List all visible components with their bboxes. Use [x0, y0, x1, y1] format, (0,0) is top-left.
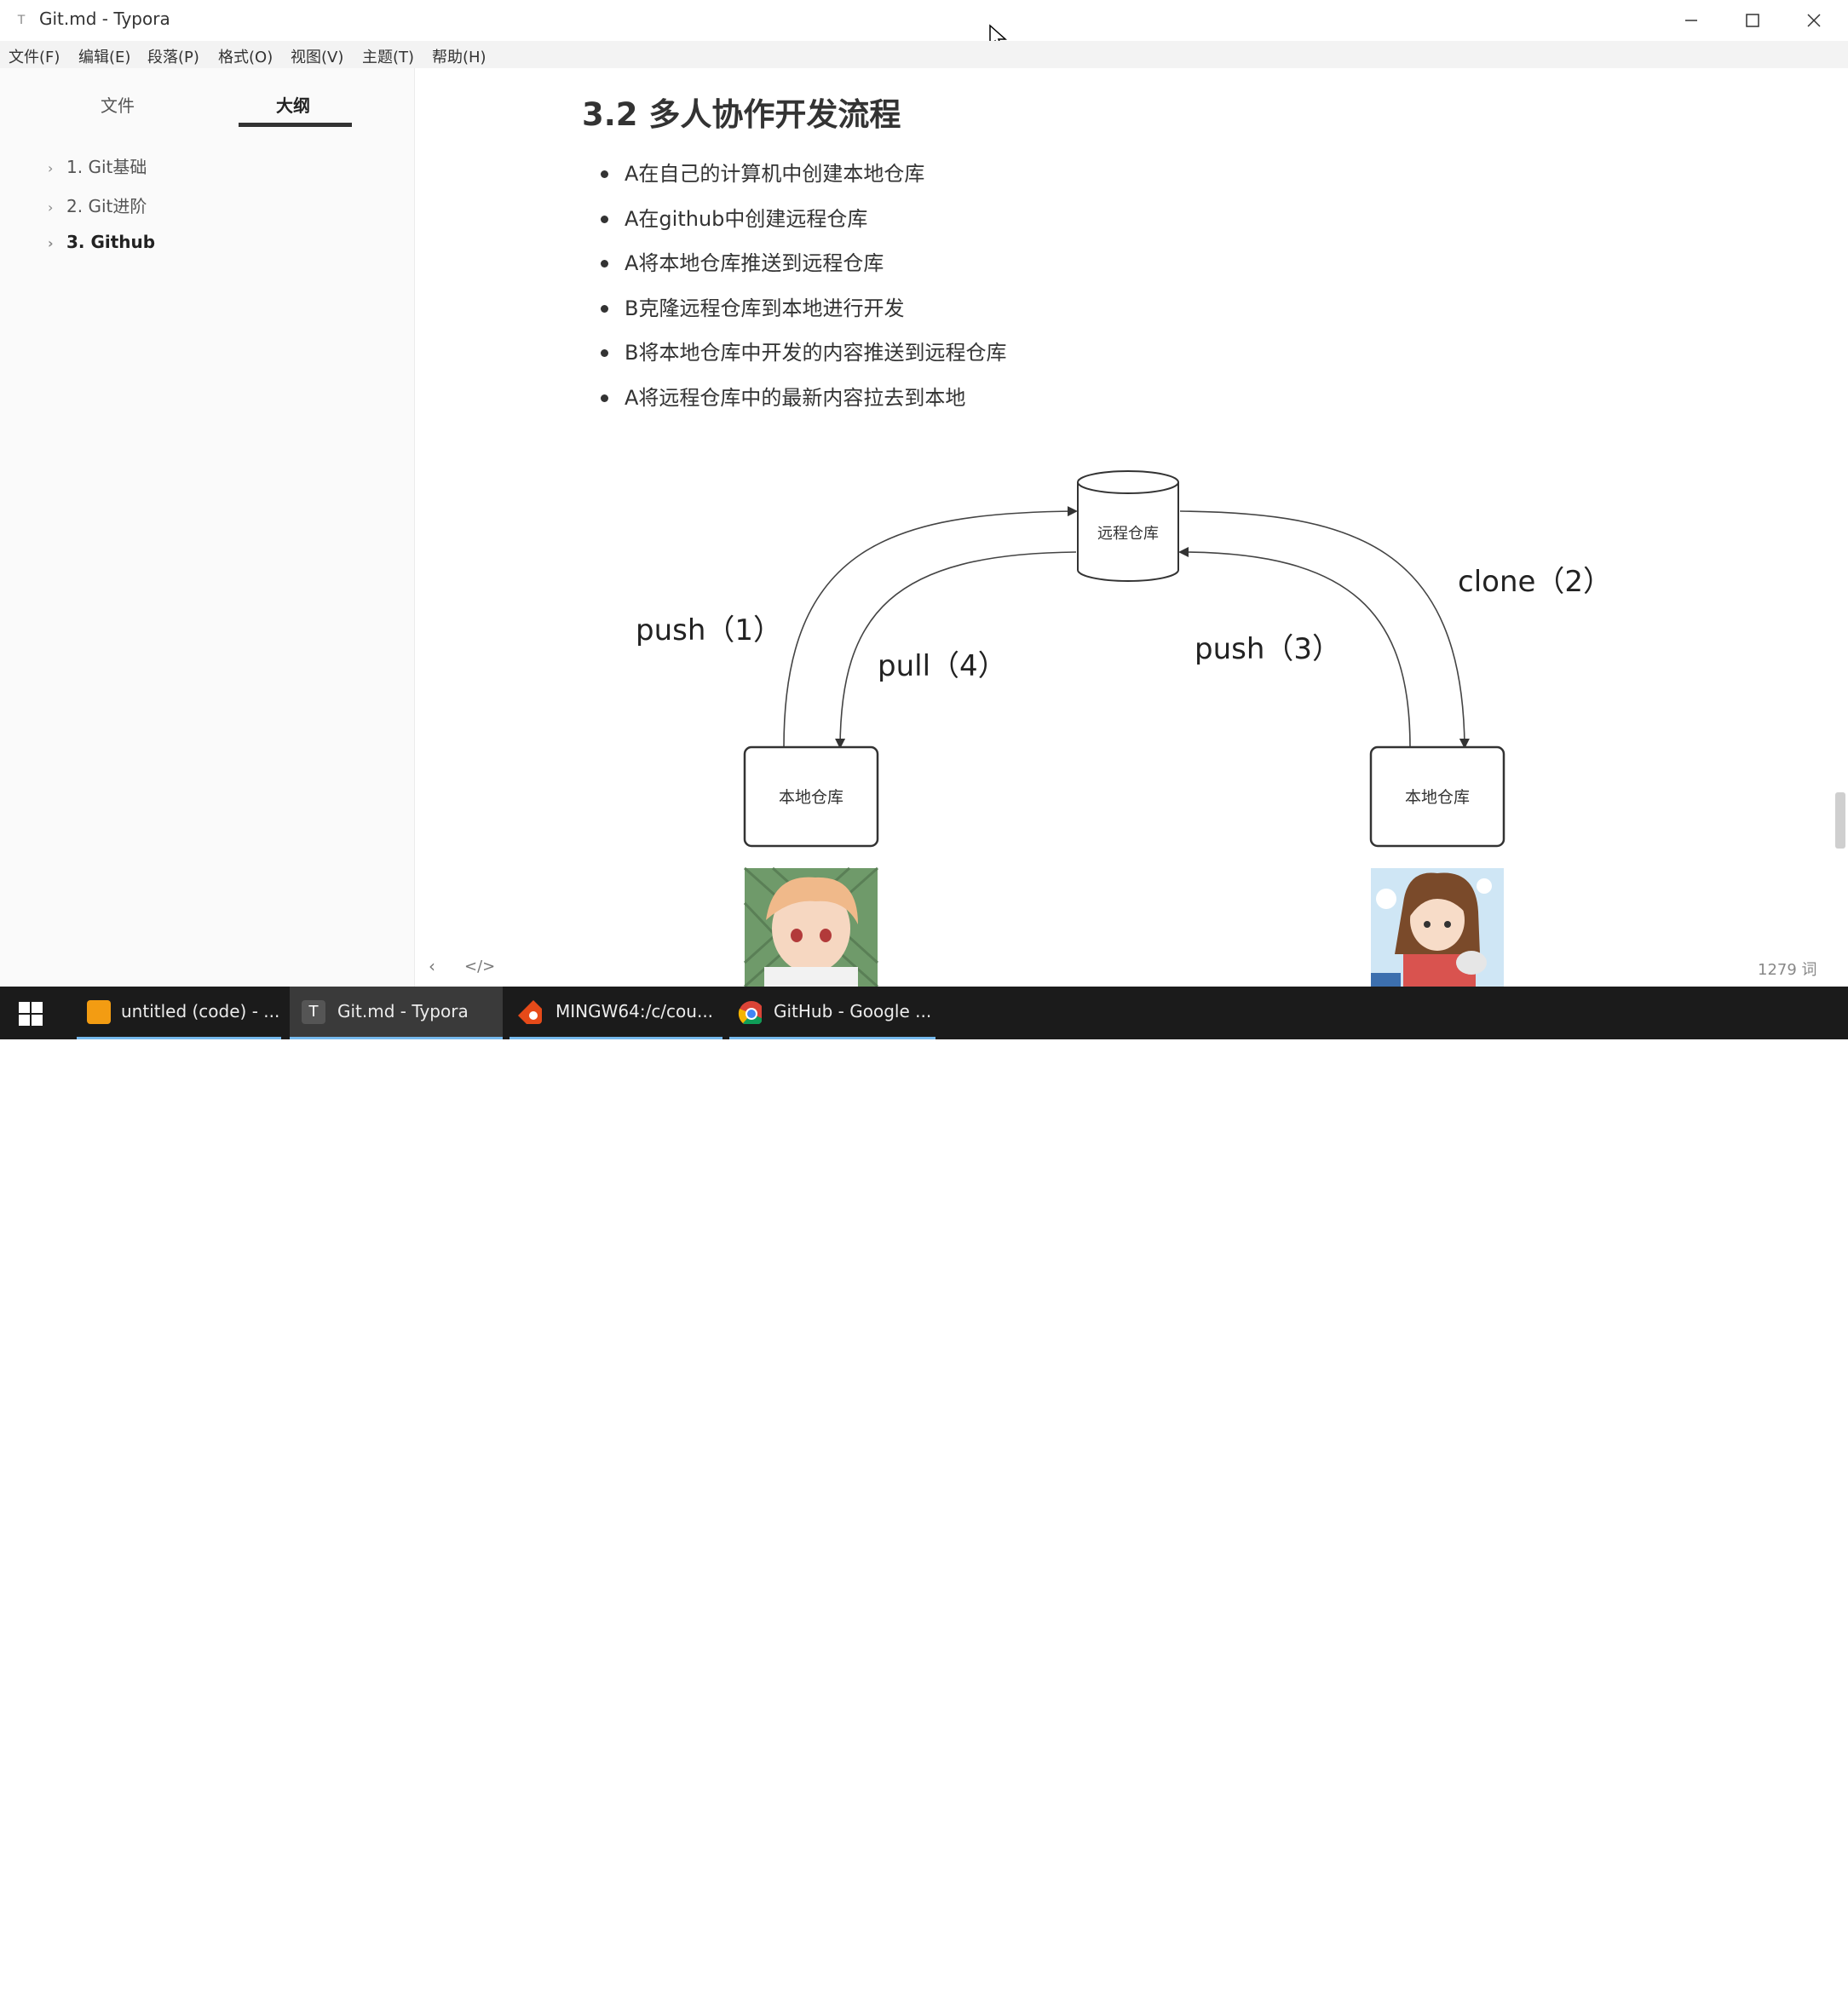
running-indicator — [729, 1037, 936, 1039]
tab-files[interactable]: 文件 — [101, 95, 135, 116]
list-item: A将本地仓库推送到远程仓库 — [601, 241, 1006, 286]
active-tab-indicator — [239, 123, 352, 127]
close-icon — [1807, 14, 1821, 27]
list-item: A在自己的计算机中创建本地仓库 — [601, 152, 1006, 197]
menu-file[interactable]: 文件(F) — [9, 49, 60, 66]
taskbar-item-typora[interactable]: T Git.md - Typora — [290, 987, 503, 1039]
scrollbar-thumb[interactable] — [1835, 792, 1845, 849]
remote-repo-label: 远程仓库 — [1097, 525, 1159, 543]
running-indicator — [77, 1037, 281, 1039]
taskbar-item-label: Git.md - Typora — [337, 1001, 469, 1021]
step-list: A在自己的计算机中创建本地仓库 A在github中创建远程仓库 A将本地仓库推送… — [601, 152, 1006, 420]
window-title: Git.md - Typora — [39, 9, 170, 29]
list-item: A在github中创建远程仓库 — [601, 197, 1006, 242]
title-bar: T Git.md - Typora — [0, 0, 1848, 51]
windows-start-icon[interactable] — [19, 1002, 43, 1026]
taskbar-item-chrome[interactable]: GitHub - Google ... — [729, 987, 936, 1039]
chrome-icon — [738, 1001, 762, 1024]
taskbar-item-label: GitHub - Google ... — [774, 1001, 932, 1021]
arrow-pull-4 — [835, 551, 1077, 749]
collaboration-diagram: 远程仓库 本地仓库 本地仓库 push（1） pull（4） push（3） c… — [636, 470, 1612, 987]
list-item: A将远程仓库中的最新内容拉去到本地 — [601, 376, 1006, 421]
taskbar: untitled (code) - ... T Git.md - Typora … — [0, 987, 1848, 2014]
taskbar-item-label: MINGW64:/c/cou... — [556, 1001, 714, 1021]
sublime-icon — [87, 1000, 111, 1024]
csdn-watermark: CSDN @weixin_42158501 — [1416, 1975, 1848, 2014]
arrow-push-1 — [783, 506, 1078, 748]
label-push-3: push（3） — [1195, 632, 1341, 666]
taskbar-item-label: untitled (code) - ... — [121, 1001, 280, 1021]
menu-paragraph[interactable]: 段落(P) — [147, 49, 199, 66]
minimize-icon — [1685, 20, 1697, 21]
avatar-developer-a — [743, 866, 879, 987]
taskbar-item-sublime[interactable]: untitled (code) - ... — [77, 987, 281, 1039]
outline-item-git-basics[interactable]: › 1. Git基础 — [48, 153, 147, 178]
taskbar-item-git-bash[interactable]: MINGW64:/c/cou... — [509, 987, 723, 1039]
outline-item-git-advanced[interactable]: › 2. Git进阶 — [48, 193, 147, 217]
tab-outline[interactable]: 大纲 — [276, 95, 310, 116]
label-clone-2: clone（2） — [1458, 565, 1612, 599]
word-count[interactable]: 1279 词 — [1758, 961, 1817, 979]
maximize-button[interactable] — [1724, 2, 1779, 39]
running-indicator — [509, 1037, 723, 1039]
minimize-button[interactable] — [1663, 2, 1718, 39]
label-push-1: push（1） — [636, 613, 782, 647]
menu-help[interactable]: 帮助(H) — [432, 49, 486, 66]
local-repo-right-label: 本地仓库 — [1405, 788, 1470, 807]
chevron-right-icon[interactable]: › — [48, 160, 54, 176]
menu-theme[interactable]: 主题(T) — [362, 49, 415, 66]
outline-item-label: 1. Git基础 — [66, 157, 147, 177]
maximize-icon — [1746, 14, 1759, 27]
close-button[interactable] — [1786, 2, 1840, 39]
avatar-developer-b — [1371, 868, 1504, 987]
outline-item-github[interactable]: › 3. Github — [48, 232, 155, 252]
typora-app-icon: T — [17, 14, 26, 27]
list-item: B克隆远程仓库到本地进行开发 — [601, 286, 1006, 331]
running-indicator — [290, 1037, 503, 1039]
sidebar: 文件 大纲 › 1. Git基础 › 2. Git进阶 › 3. Github — [0, 68, 415, 987]
editor-content[interactable]: 3.2 多人协作开发流程 A在自己的计算机中创建本地仓库 A在github中创建… — [415, 68, 1836, 987]
local-repo-left-node: 本地仓库 — [743, 745, 879, 848]
section-heading: 3.2 多人协作开发流程 — [582, 96, 901, 133]
menu-edit[interactable]: 编辑(E) — [78, 49, 131, 66]
label-pull-4: pull（4） — [878, 649, 1007, 683]
outline-item-label: 3. Github — [66, 232, 156, 252]
chevron-right-icon[interactable]: › — [48, 199, 54, 216]
remote-repo-node: 远程仓库 — [1077, 470, 1179, 582]
menu-view[interactable]: 视图(V) — [291, 49, 344, 66]
local-repo-right-node: 本地仓库 — [1369, 745, 1505, 848]
menu-format[interactable]: 格式(O) — [218, 49, 273, 66]
arrow-push-3 — [1178, 547, 1411, 748]
video-overlay-text: BV1BU4y1V7jm P2 00:03/02:1 — [112, 1977, 604, 2014]
local-repo-left-label: 本地仓库 — [779, 788, 843, 807]
git-icon — [518, 1000, 542, 1024]
chevron-right-icon[interactable]: › — [48, 235, 54, 251]
menu-bar: 文件(F) 编辑(E) 段落(P) 格式(O) 视图(V) 主题(T) 帮助(H… — [0, 41, 1848, 68]
typora-icon: T — [302, 1000, 325, 1024]
outline-item-label: 2. Git进阶 — [66, 196, 147, 216]
list-item: B将本地仓库中开发的内容推送到远程仓库 — [601, 331, 1006, 376]
source-mode-button[interactable]: </> — [464, 958, 496, 975]
back-button[interactable]: ‹ — [429, 956, 435, 976]
arrow-clone-2 — [1179, 510, 1470, 749]
